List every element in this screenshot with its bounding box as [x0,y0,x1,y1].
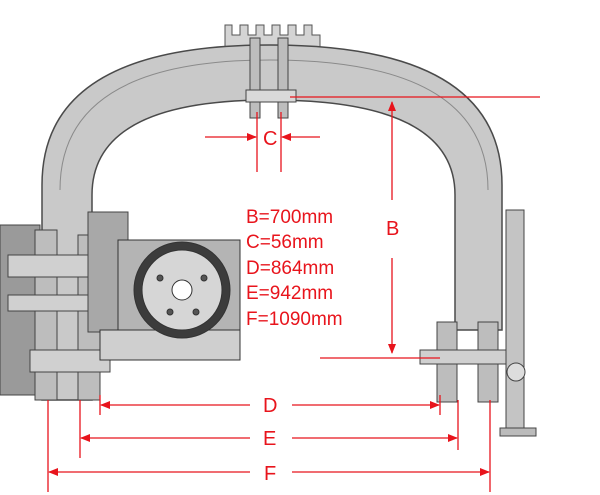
spec-b: B=700mm [246,207,334,228]
dim-label-c: C [263,128,277,150]
spec-c: C=56mm [246,232,324,253]
spec-e: E=942mm [246,283,334,304]
top-bracket [224,24,321,51]
clamp-plate [249,37,261,119]
dim-label-d: D [263,395,277,417]
clamp-plate [277,37,289,119]
gearbox [99,239,241,361]
clamp-bolt [245,89,297,103]
extension-lines [47,395,491,492]
dim-label-e: E [263,428,276,450]
dimension-c [205,112,320,172]
spec-d: D=864mm [246,258,335,279]
spec-f: F=1090mm [246,309,343,330]
dimension-b [290,96,540,359]
left-mount [0,211,129,401]
right-mount [419,209,537,437]
dim-label-f: F [264,463,276,485]
dim-label-b: B [386,218,399,240]
